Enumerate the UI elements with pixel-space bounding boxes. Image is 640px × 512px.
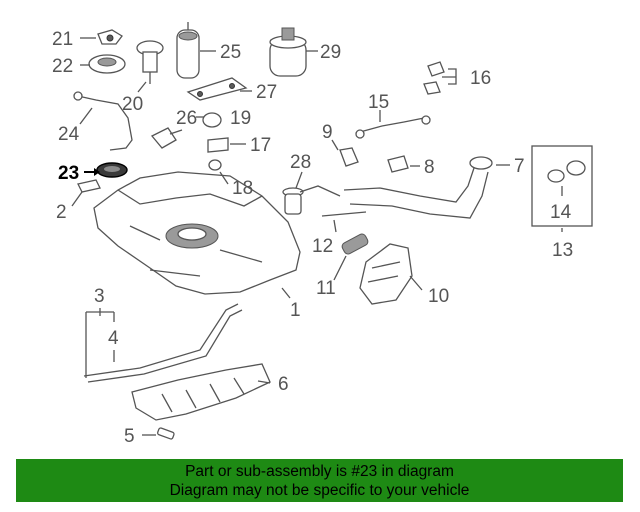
callout-21: 21 bbox=[52, 29, 73, 50]
part-22-drawing bbox=[88, 54, 126, 74]
part-21-drawing bbox=[97, 29, 123, 45]
callout-14: 14 bbox=[550, 202, 572, 223]
callout-13: 13 bbox=[552, 240, 573, 261]
callout-10: 10 bbox=[428, 286, 449, 307]
part-25-drawing bbox=[176, 22, 200, 79]
part-5-drawing bbox=[157, 427, 175, 440]
part-2-drawing bbox=[77, 179, 101, 193]
part-9-drawing bbox=[339, 147, 359, 167]
callout-23: 23 bbox=[58, 163, 79, 184]
part-19-drawing bbox=[202, 112, 222, 128]
part-28-drawing bbox=[282, 185, 341, 215]
callout-6: 6 bbox=[278, 374, 289, 395]
part-12-drawing bbox=[321, 211, 367, 217]
part-7-drawing bbox=[343, 156, 493, 219]
callout-22: 22 bbox=[52, 56, 73, 77]
callout-24: 24 bbox=[58, 124, 80, 145]
callout-20: 20 bbox=[122, 94, 143, 115]
callout-28: 28 bbox=[290, 152, 311, 173]
callout-8: 8 bbox=[424, 157, 435, 178]
callout-18: 18 bbox=[232, 178, 253, 199]
part-24-drawing bbox=[73, 91, 133, 151]
callout-25: 25 bbox=[220, 42, 241, 63]
callout-12: 12 bbox=[312, 236, 333, 257]
callout-17: 17 bbox=[250, 135, 271, 156]
part-15-drawing bbox=[355, 115, 431, 139]
part-10-drawing bbox=[359, 243, 413, 305]
callout-16: 16 bbox=[470, 68, 491, 89]
callout-5: 5 bbox=[124, 426, 135, 447]
callout-2: 2 bbox=[56, 202, 67, 223]
callout-15: 15 bbox=[368, 92, 389, 113]
callout-7: 7 bbox=[514, 156, 525, 177]
callout-23-arrowhead bbox=[94, 168, 100, 176]
callout-11: 11 bbox=[316, 278, 336, 299]
part-6-drawing bbox=[131, 363, 271, 421]
part-18-drawing bbox=[208, 159, 222, 171]
part-1-drawing bbox=[93, 171, 301, 295]
banner-line-1: Part or sub-assembly is #23 in diagram bbox=[185, 463, 454, 480]
part-16-drawing bbox=[423, 61, 445, 95]
callout-9: 9 bbox=[322, 122, 333, 143]
callout-4: 4 bbox=[108, 328, 119, 349]
part-20-drawing bbox=[136, 40, 164, 84]
parts-diagram: 21 22 20 25 29 27 16 15 9 8 7 26 19 17 1… bbox=[52, 22, 593, 447]
part-23-drawing bbox=[96, 162, 128, 178]
callout-26: 26 bbox=[176, 108, 197, 129]
part-3-drawing bbox=[83, 303, 243, 383]
leader-lines bbox=[71, 37, 563, 436]
part-11-drawing bbox=[341, 233, 369, 255]
callout-3: 3 bbox=[94, 286, 105, 307]
callout-1: 1 bbox=[290, 300, 301, 321]
part-29-drawing bbox=[269, 27, 307, 77]
info-banner: Part or sub-assembly is #23 in diagram D… bbox=[16, 459, 623, 502]
part-27-drawing bbox=[186, 77, 248, 101]
banner-line-2: Diagram may not be specific to your vehi… bbox=[169, 482, 470, 499]
callout-27: 27 bbox=[256, 82, 277, 103]
callouts: 21 22 20 25 29 27 16 15 9 8 7 26 19 17 1… bbox=[52, 29, 573, 447]
part-8-drawing bbox=[387, 155, 409, 173]
part-17-drawing bbox=[207, 137, 229, 153]
callout-29: 29 bbox=[320, 42, 341, 63]
part-26-drawing bbox=[150, 127, 177, 149]
callout-19: 19 bbox=[230, 108, 251, 129]
